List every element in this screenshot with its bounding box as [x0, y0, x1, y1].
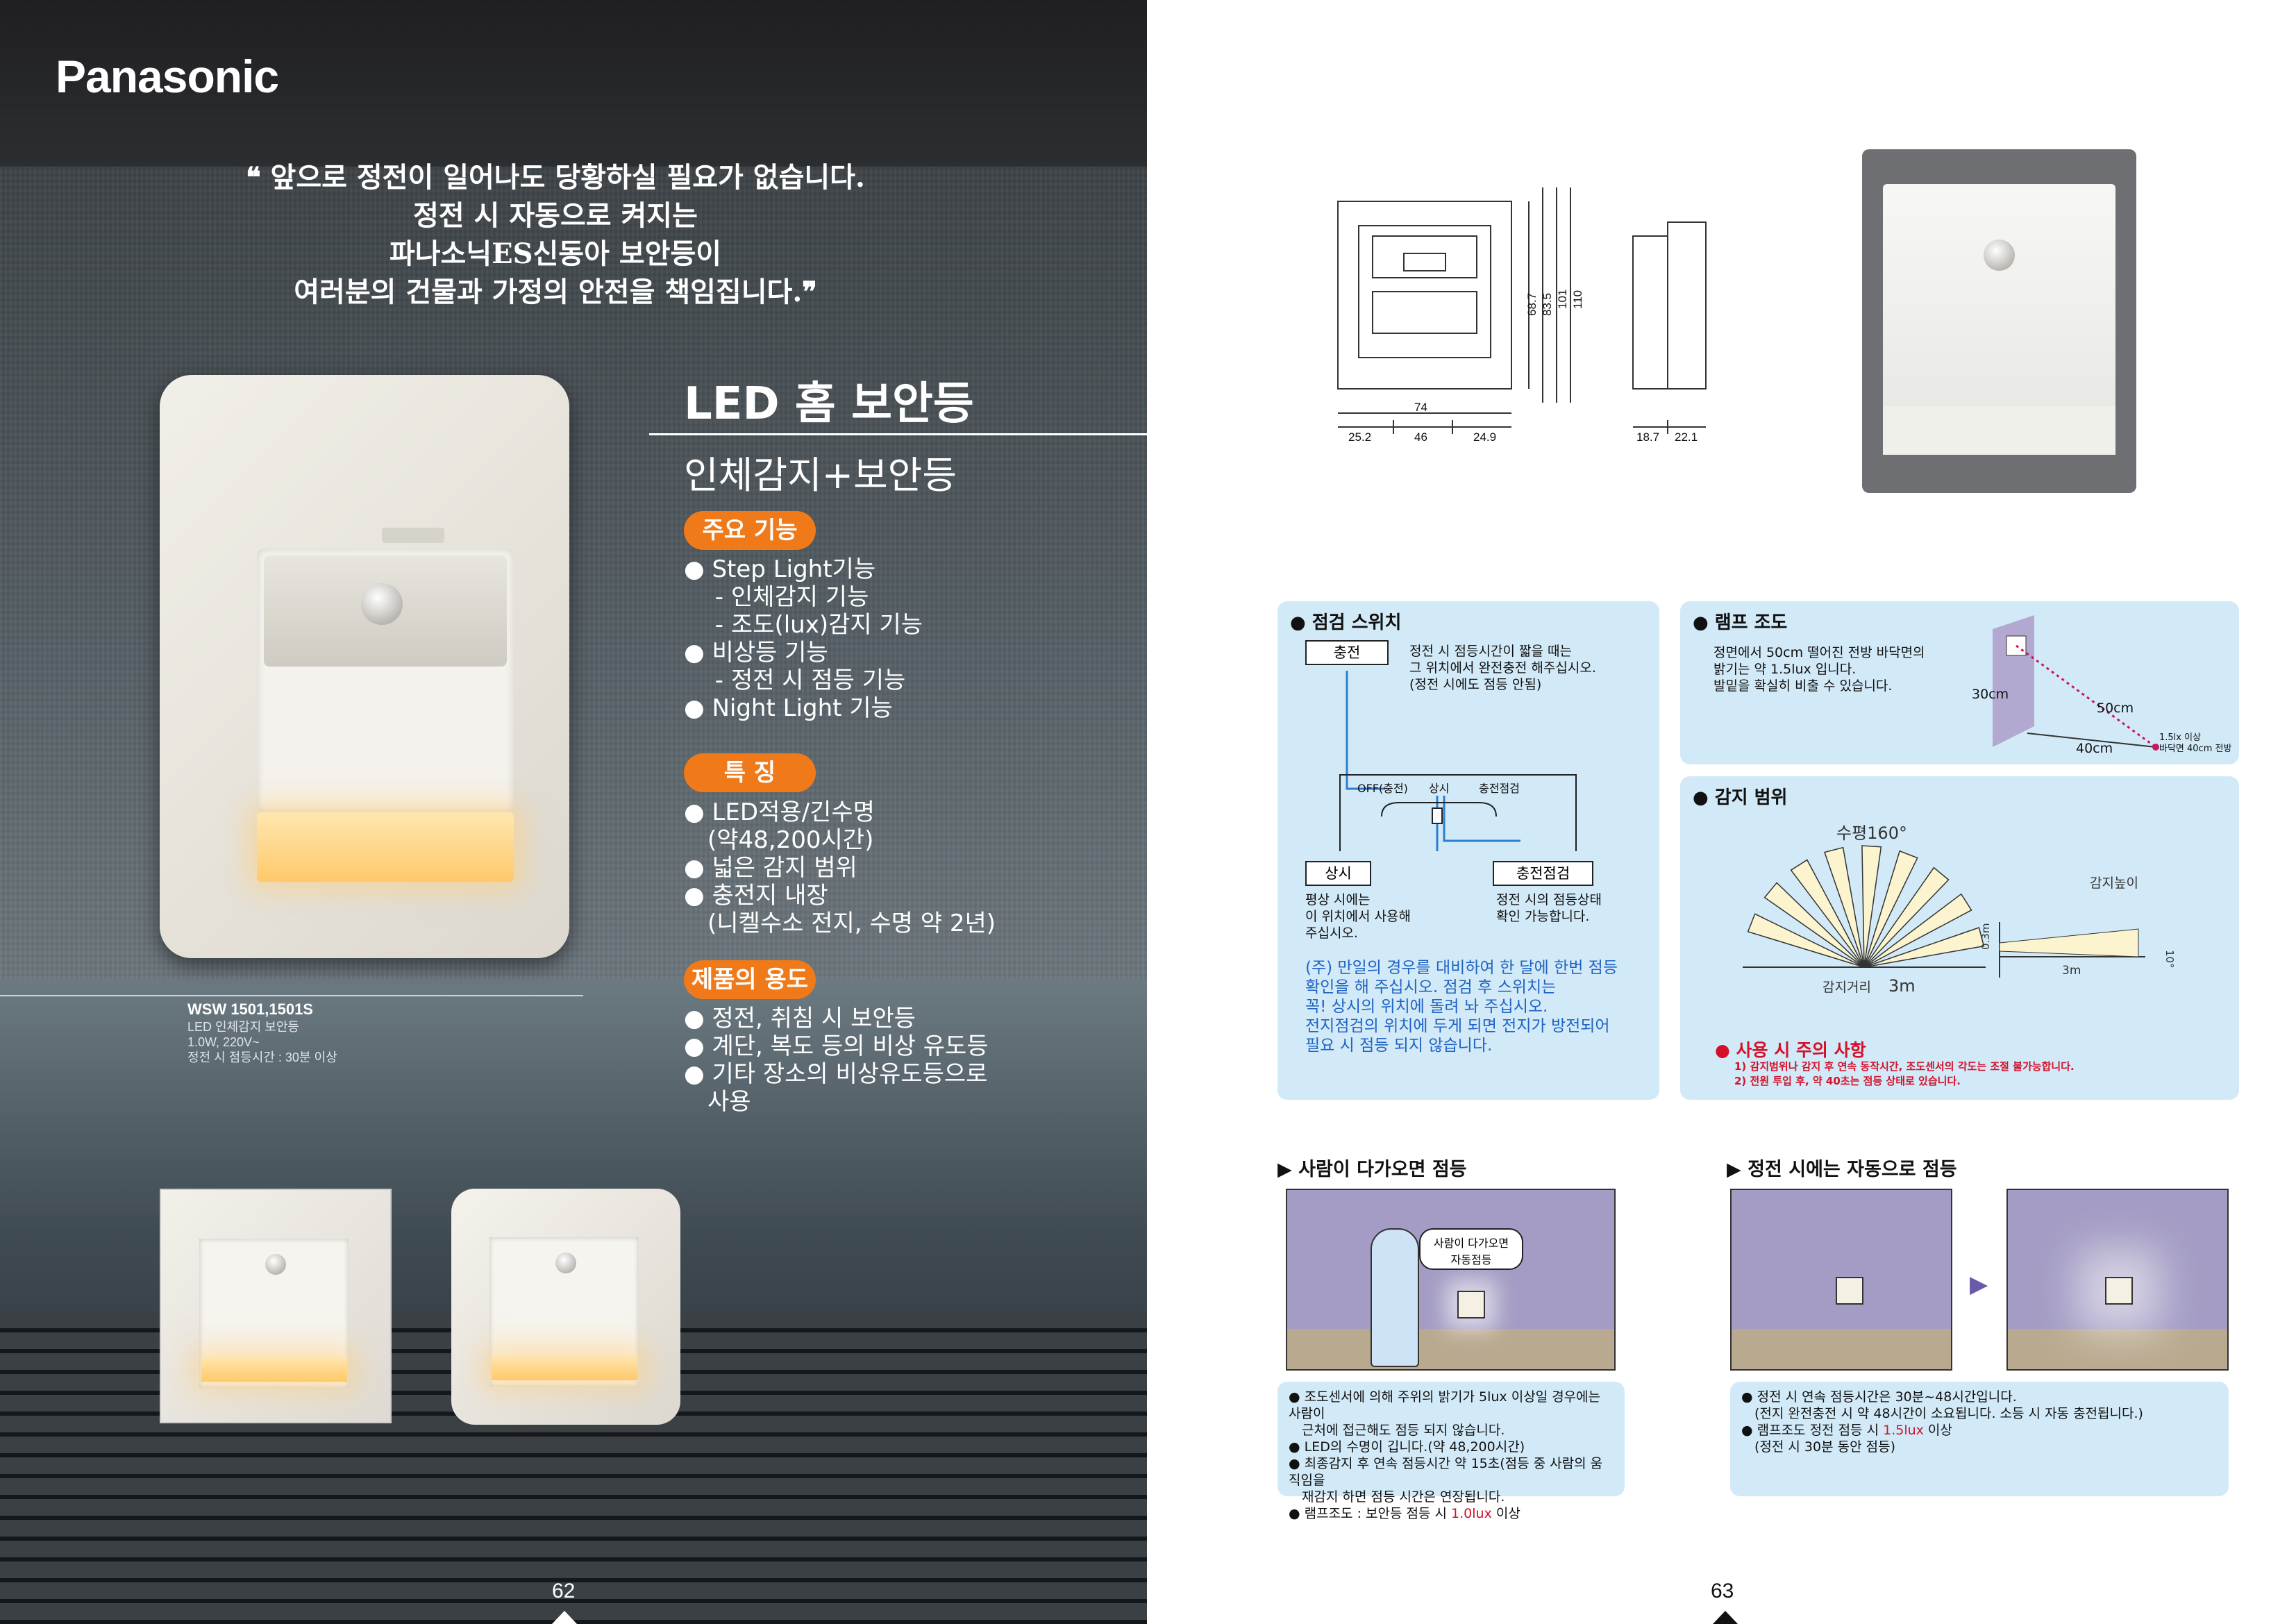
model-divider: [0, 995, 583, 996]
svg-text:10°: 10°: [2163, 950, 2176, 969]
outage-heading: ▶ 정전 시에는 자동으로 점등: [1727, 1159, 1957, 1180]
svg-text:감지거리: 감지거리: [1822, 980, 1871, 995]
lamp-lit: [1457, 1291, 1485, 1319]
svg-text:25.2: 25.2: [1348, 430, 1371, 444]
sense-panel: ● 감지 범위 수평160° 감지높이 감지거리 3m 0.3m 10° 3m …: [1680, 776, 2239, 1100]
detection-zone: [1863, 927, 1985, 968]
lamp-unlit: [1836, 1277, 1863, 1305]
sensor-lens: [361, 583, 403, 625]
detection-zone: [1747, 913, 1865, 968]
page-title: LED 홈 보안등: [684, 378, 974, 430]
svg-text:1.5lx 이상: 1.5lx 이상: [2159, 733, 2201, 743]
person-figure: [1371, 1228, 1419, 1367]
svg-text:24.9: 24.9: [1473, 430, 1496, 444]
page-number-left: 62: [552, 1580, 576, 1602]
svg-text:110: 110: [1571, 290, 1584, 309]
svg-text:18.7: 18.7: [1636, 430, 1659, 444]
approach-heading: ▶ 사람이 다가오면 점등: [1277, 1159, 1467, 1180]
svg-text:OFF(충전): OFF(충전): [1357, 782, 1408, 795]
svg-text:68.7: 68.7: [1525, 293, 1539, 316]
always-label: 상시: [1305, 861, 1371, 886]
check-label: 충전점검: [1493, 861, 1593, 886]
sense-diagram: 수평160° 감지높이 감지거리 3m 0.3m 10° 3m: [1743, 823, 2176, 996]
intro-quote: ❝ 앞으로 정전이 일어나도 당황하실 필요가 없습니다.정전 시 자동으로 켜…: [246, 161, 865, 308]
title-divider: [649, 433, 1147, 435]
usage-pill: 제품의 용도: [684, 960, 816, 999]
svg-text:50cm: 50cm: [2097, 701, 2134, 716]
svg-text:상시: 상시: [1429, 782, 1449, 795]
detection-zone: [1824, 846, 1865, 968]
page-number-right: 63: [1711, 1580, 1734, 1602]
svg-text:3m: 3m: [2062, 964, 2081, 978]
outage-scene-before: [1730, 1189, 1952, 1371]
page-subtitle: 인체감지+보안등: [684, 453, 957, 497]
svg-text:수평160°: 수평160°: [1836, 823, 1907, 843]
svg-text:0.3m: 0.3m: [1979, 923, 1992, 950]
svg-text:74: 74: [1414, 401, 1427, 414]
transition-arrow: ▶: [1970, 1271, 1988, 1298]
product-photo-rounded: [451, 1189, 680, 1425]
svg-text:40cm: 40cm: [2076, 741, 2113, 756]
product-photo-main: [160, 375, 569, 958]
main-features-pill: 주요 기능: [684, 511, 816, 550]
switch-knob: [382, 528, 444, 543]
brand-logo: Panasonic: [56, 51, 279, 102]
detection-zone: [1790, 859, 1865, 968]
svg-text:83.5: 83.5: [1541, 293, 1554, 316]
lamp-lit: [2105, 1277, 2133, 1305]
product-photo-square: [160, 1189, 392, 1423]
features-list: ● LED적용/긴수명 (약48,200시간)● 넓은 감지 범위● 충전지 내…: [684, 798, 996, 937]
detection-zone: [1863, 867, 1950, 968]
outage-notes: ● 정전 시 연속 점등시간은 30분~48시간입니다. (전지 완전충전 시 …: [1730, 1382, 2229, 1496]
svg-text:충전점검: 충전점검: [1479, 782, 1520, 795]
main-features-list: ● Step Light기능 - 인체감지 기능 - 조도(lux)감지 기능●…: [684, 555, 923, 722]
svg-text:101: 101: [1556, 290, 1569, 309]
svg-text:22.1: 22.1: [1675, 430, 1698, 444]
approach-notes: ● 조도센서에 의해 주위의 밝기가 5lux 이상일 경우에는 사람이 근처에…: [1277, 1382, 1625, 1521]
usage-list: ● 정전, 취침 시 보안등● 계단, 복도 등의 비상 유도등● 기타 장소의…: [684, 1005, 989, 1116]
switch-diagram: OFF(충전) 상시 충전점검: [1339, 671, 1577, 851]
svg-text:감지높이: 감지높이: [2090, 876, 2138, 891]
outage-scene-after: [2006, 1189, 2229, 1371]
led-glow: [257, 812, 514, 882]
product-photo-frame: [1862, 149, 2136, 493]
triangle-marker: [552, 1611, 577, 1624]
triangle-marker: [1713, 1611, 1738, 1624]
detection-zone: [1863, 893, 1972, 968]
svg-text:30cm: 30cm: [1972, 687, 2009, 702]
detection-zone: [1863, 850, 1918, 968]
svg-text:바닥면 40cm 전방: 바닥면 40cm 전방: [2159, 744, 2231, 754]
detection-zone: [1861, 845, 1882, 968]
charge-label: 충전: [1305, 640, 1389, 665]
svg-text:3m: 3m: [1888, 976, 1916, 996]
detection-zone: [1763, 882, 1865, 968]
svg-text:46: 46: [1414, 430, 1427, 444]
left-page: Panasonic ❝ 앞으로 정전이 일어나도 당황하실 필요가 없습니다.정…: [0, 0, 1147, 1624]
features-pill: 특 징: [684, 753, 816, 792]
